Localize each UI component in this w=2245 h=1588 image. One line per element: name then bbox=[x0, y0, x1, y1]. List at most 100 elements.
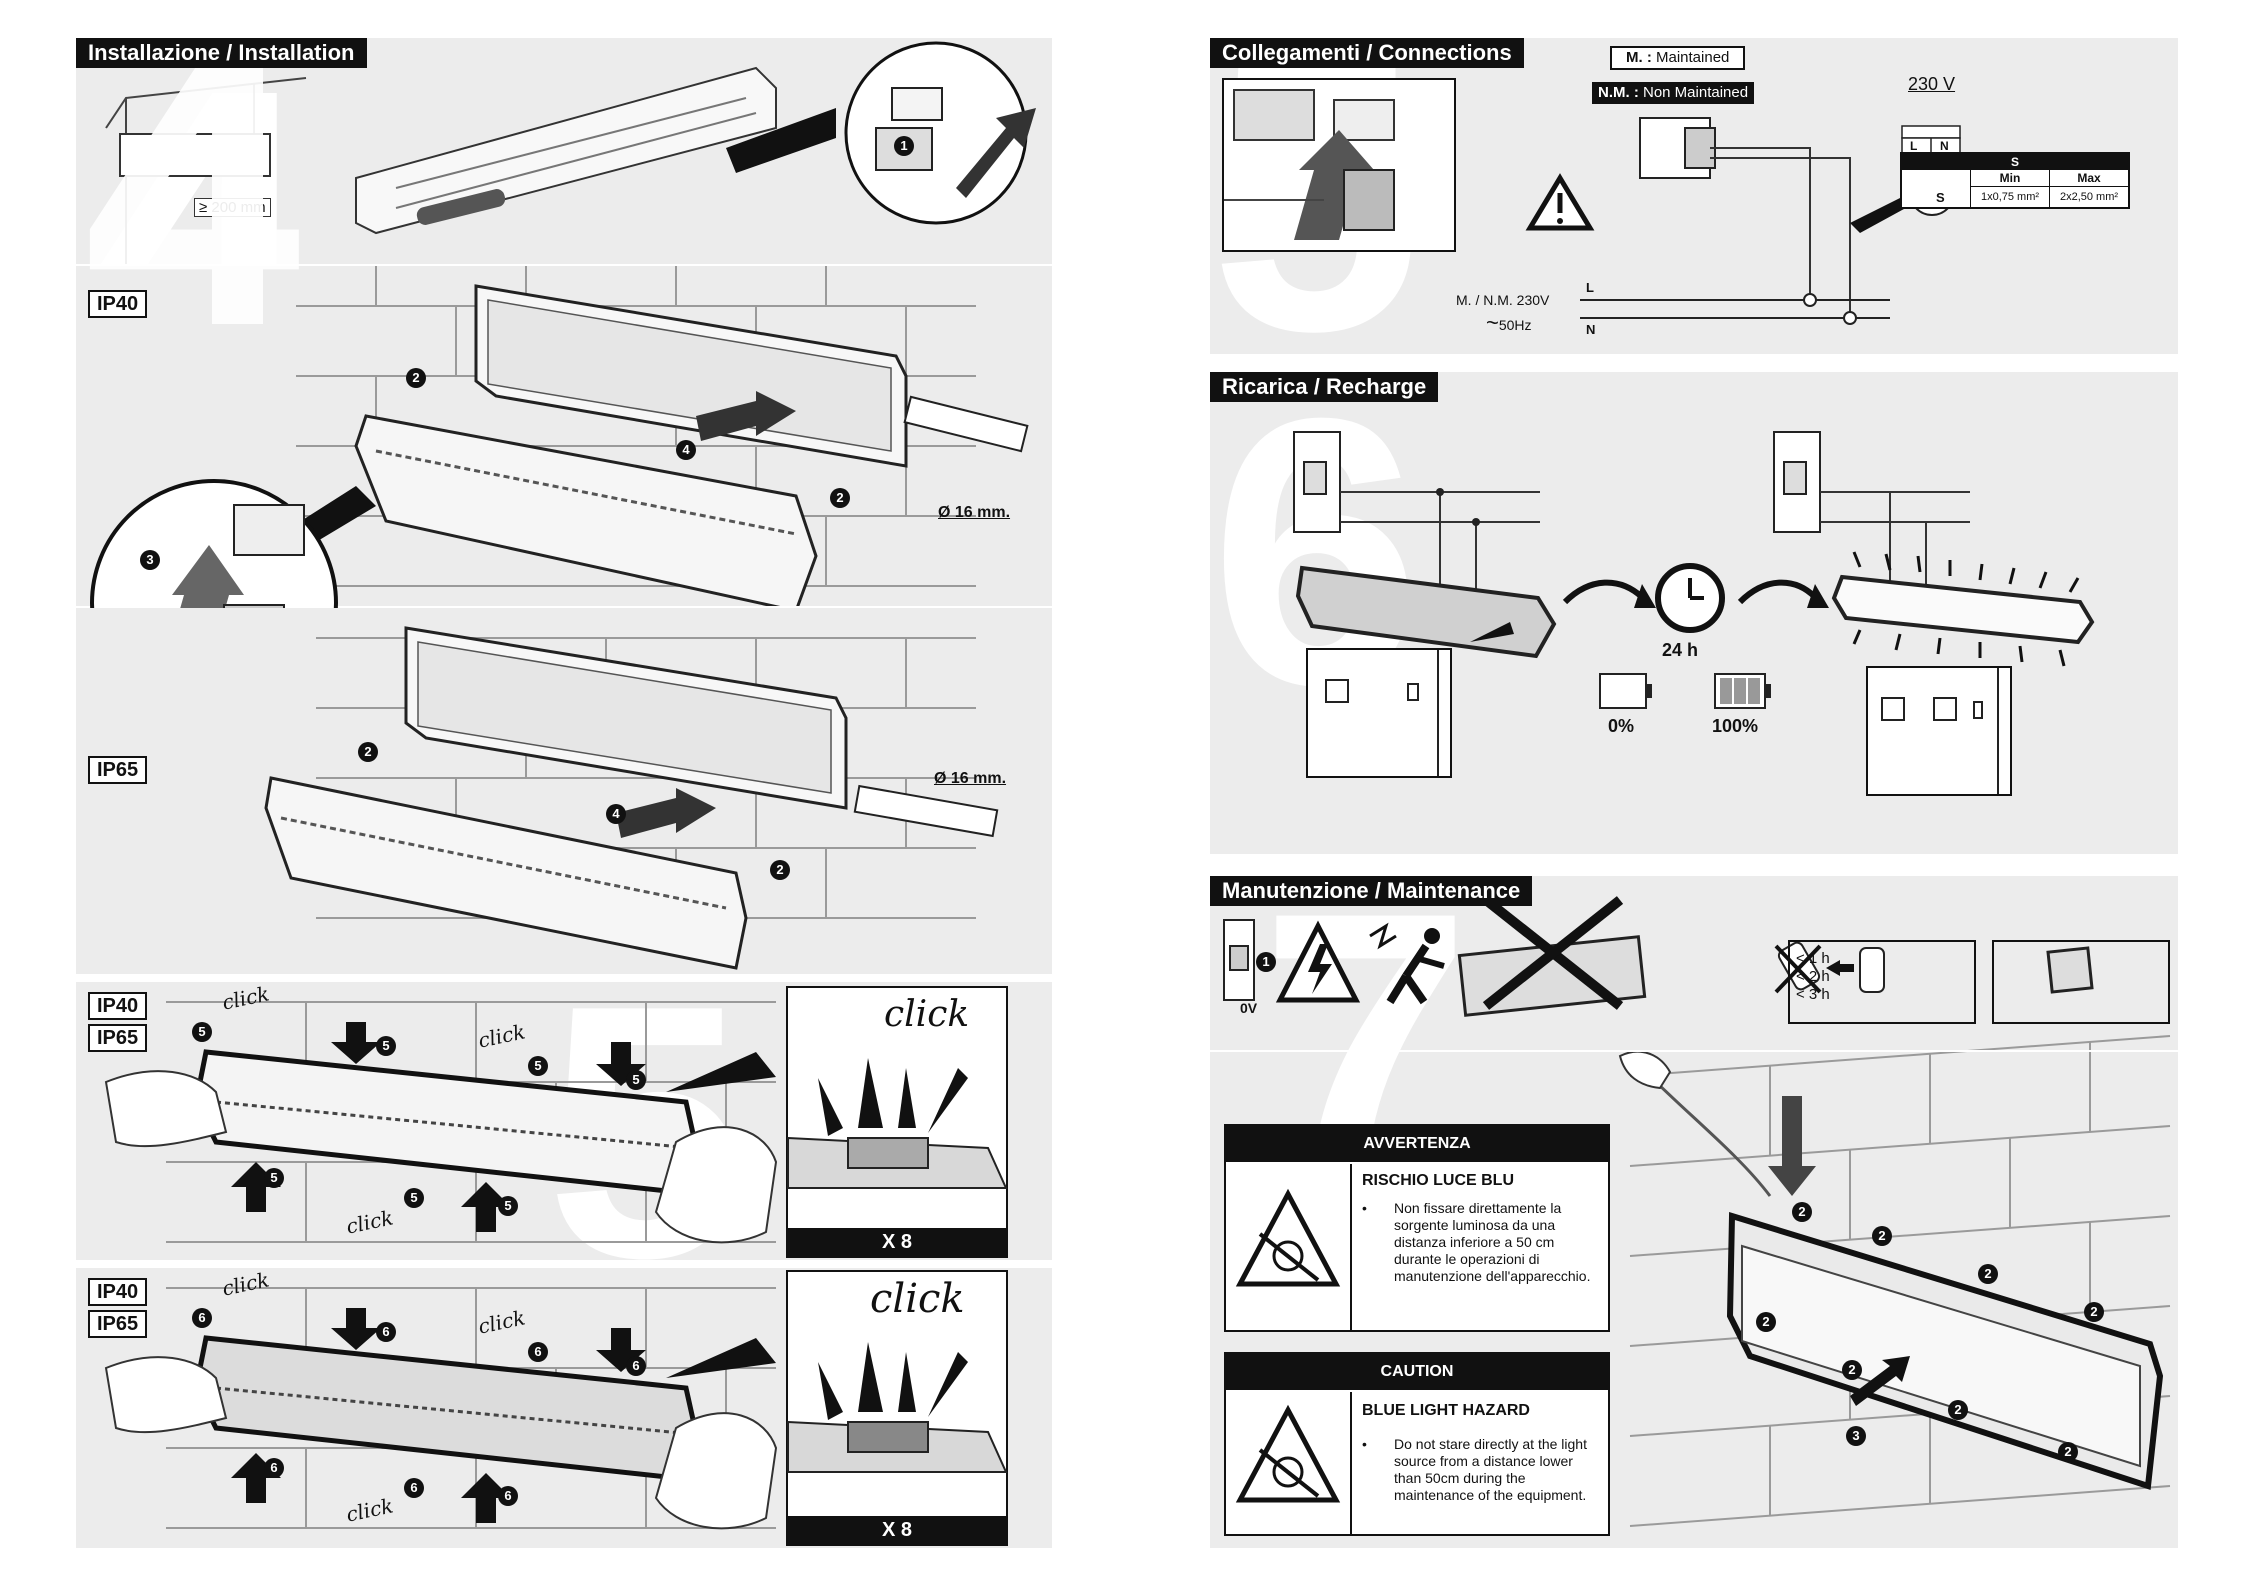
repeat-x8-label: X 8 bbox=[788, 1228, 1006, 1256]
step-2-marker: 2 bbox=[406, 368, 426, 388]
step-5-marker: 5 bbox=[264, 1168, 284, 1188]
warning-subtitle: BLUE LIGHT HAZARD bbox=[1362, 1402, 1530, 1419]
conduit-diameter-label: Ø 16 mm. bbox=[938, 504, 1011, 521]
step-4-marker: 4 bbox=[676, 440, 696, 460]
live-terminal-label: L bbox=[1910, 139, 1918, 153]
table-min-value: 1x0,75 mm² bbox=[1971, 187, 2050, 207]
step-2-marker: 2 bbox=[1842, 1360, 1862, 1380]
duration-2h: < 2 h bbox=[1796, 968, 1830, 985]
connection-photo-box bbox=[1222, 78, 1456, 252]
frequency-label: ~50Hz bbox=[1486, 310, 1532, 336]
step-5-marker: 5 bbox=[192, 1022, 212, 1042]
tilde-icon: ~ bbox=[1486, 310, 1499, 335]
neutral-terminal-label: N bbox=[1940, 139, 1949, 153]
step-2-marker: 2 bbox=[830, 488, 850, 508]
step-5-marker: 5 bbox=[498, 1196, 518, 1216]
ip65-tag: IP65 bbox=[88, 756, 148, 784]
wire-section-symbol: S bbox=[1936, 190, 1945, 205]
voltage-label: 230 V bbox=[1908, 74, 1956, 94]
table-max-value: 2x2,50 mm² bbox=[2059, 191, 2119, 203]
step-1-marker: 1 bbox=[894, 136, 914, 156]
led-indicator-off-detail bbox=[1306, 648, 1452, 778]
click-label: click bbox=[884, 994, 970, 1035]
step-6-marker: 6 bbox=[626, 1356, 646, 1376]
installation-top-panel: 4 ≥ 200 mm 1 bbox=[76, 38, 1052, 264]
recharge-diagram bbox=[1293, 431, 2095, 709]
clip-detail-drawing bbox=[787, 1342, 1008, 1473]
repeat-x8-label: X 8 bbox=[788, 1516, 1006, 1544]
non-maintained-legend: N.M. : Non Maintained bbox=[1592, 82, 1755, 104]
table-min-header: Min bbox=[1971, 170, 2050, 187]
step-6-marker: 6 bbox=[264, 1458, 284, 1478]
line-l-label: L bbox=[1586, 280, 1594, 295]
line-n-label: N bbox=[1586, 322, 1596, 337]
step-2-marker: 2 bbox=[2084, 1302, 2104, 1322]
step-3-marker: 3 bbox=[140, 550, 160, 570]
step-2-marker: 2 bbox=[2058, 1442, 2078, 1462]
step-2-marker: 2 bbox=[358, 742, 378, 762]
duration-1h: < 1 h bbox=[1796, 950, 1830, 967]
warning-bullet: • bbox=[1362, 1436, 1367, 1452]
zero-volt-label: 0V bbox=[1240, 1000, 1258, 1016]
step-2-marker: 2 bbox=[1756, 1312, 1776, 1332]
frequency-value: 50Hz bbox=[1498, 317, 1532, 333]
step-6-marker: 6 bbox=[376, 1322, 396, 1342]
step-6-marker: 6 bbox=[404, 1478, 424, 1498]
brick-wall-ip65 bbox=[264, 626, 999, 970]
step-5-marker: 5 bbox=[528, 1056, 548, 1076]
step-5-marker: 5 bbox=[376, 1036, 396, 1056]
click-detail-box-6: click X 8 bbox=[786, 1270, 1008, 1546]
connection-detail-drawing bbox=[1224, 89, 1395, 240]
click-label: click bbox=[870, 1276, 965, 1322]
step-2-marker: 2 bbox=[1948, 1400, 1968, 1420]
recharge-header: Ricarica / Recharge bbox=[1210, 372, 1439, 402]
clip-cover-panel-5: 5 IP40 IP65 click click click 5 5 5 5 5 … bbox=[76, 982, 1052, 1260]
battery-full-label: 100% bbox=[1712, 716, 1759, 736]
warning-title: AVVERTENZA bbox=[1226, 1126, 1608, 1162]
table-max-header: Max bbox=[2050, 170, 2128, 187]
step-2-marker: 2 bbox=[1978, 1264, 1998, 1284]
ip65-tag: IP65 bbox=[88, 1024, 148, 1052]
step-6-marker: 6 bbox=[192, 1308, 212, 1328]
clip-detail-drawing bbox=[787, 1058, 1008, 1189]
indicator-on-drawing bbox=[1881, 668, 1999, 794]
warning-text: Do not stare directly at the light sourc… bbox=[1394, 1436, 1587, 1503]
installation-ip65-panel: IP65 Ø 16 mm. 2 2 4 bbox=[76, 608, 1052, 974]
battery-replacement-box: < 1 h < 2 h < 3 h bbox=[1788, 940, 1976, 1024]
duration-3h: < 3 h bbox=[1796, 986, 1830, 1003]
step-6-marker: 6 bbox=[498, 1486, 518, 1506]
step-2-marker: 2 bbox=[1872, 1226, 1892, 1246]
indicator-off-drawing bbox=[1325, 650, 1439, 776]
step-5-marker: 5 bbox=[626, 1070, 646, 1090]
step-2-marker: 2 bbox=[770, 860, 790, 880]
battery-empty-label: 0% bbox=[1608, 716, 1635, 736]
maintenance-divider bbox=[1210, 1050, 2178, 1052]
warning-subtitle: RISCHIO LUCE BLU bbox=[1362, 1172, 1514, 1189]
installation-header: Installazione / Installation bbox=[76, 38, 367, 68]
step-6-marker: 6 bbox=[528, 1342, 548, 1362]
ip40-tag: IP40 bbox=[88, 290, 148, 318]
non-maintained-abbr: N.M. : bbox=[1598, 84, 1639, 101]
maintenance-header: Manutenzione / Maintenance bbox=[1210, 876, 1533, 906]
recharge-panel: 6 bbox=[1210, 372, 2178, 854]
cable-section-table: S Min Max 1x0,75 mm² 2x2,50 mm² bbox=[1900, 152, 2130, 209]
warning-box-english: CAUTION BLUE LIGHT HAZARD • Do not stare… bbox=[1224, 1352, 1610, 1536]
supply-label: M. / N.M. 230V bbox=[1456, 292, 1550, 308]
ip40-tag: IP40 bbox=[88, 1278, 148, 1306]
maintained-legend: M. : Maintained bbox=[1610, 46, 1746, 70]
step-3-marker: 3 bbox=[1846, 1426, 1866, 1446]
maintained-text: Maintained bbox=[1656, 49, 1730, 66]
maintenance-icons bbox=[1223, 896, 2171, 1527]
ip65-tag: IP65 bbox=[88, 1310, 148, 1338]
wall-corner-drawing bbox=[105, 41, 1036, 264]
clip-cover-panel-6: IP40 IP65 click click click 6 6 6 6 6 6 … bbox=[76, 1268, 1052, 1548]
non-maintained-text: Non Maintained bbox=[1643, 84, 1749, 101]
blue-light-hazard-icon bbox=[1226, 1164, 1352, 1330]
hazard-triangle-icon bbox=[1235, 1404, 1341, 1503]
clip-cover-drawing-5 bbox=[104, 1001, 778, 1244]
table-header: S bbox=[1902, 154, 2128, 170]
led-indicator-on-detail bbox=[1866, 666, 2012, 796]
step-4-marker: 4 bbox=[606, 804, 626, 824]
distance-label: ≥ 200 mm bbox=[194, 198, 271, 217]
warning-box-italian: AVVERTENZA RISCHIO LUCE BLU • Non fissar… bbox=[1224, 1124, 1610, 1332]
